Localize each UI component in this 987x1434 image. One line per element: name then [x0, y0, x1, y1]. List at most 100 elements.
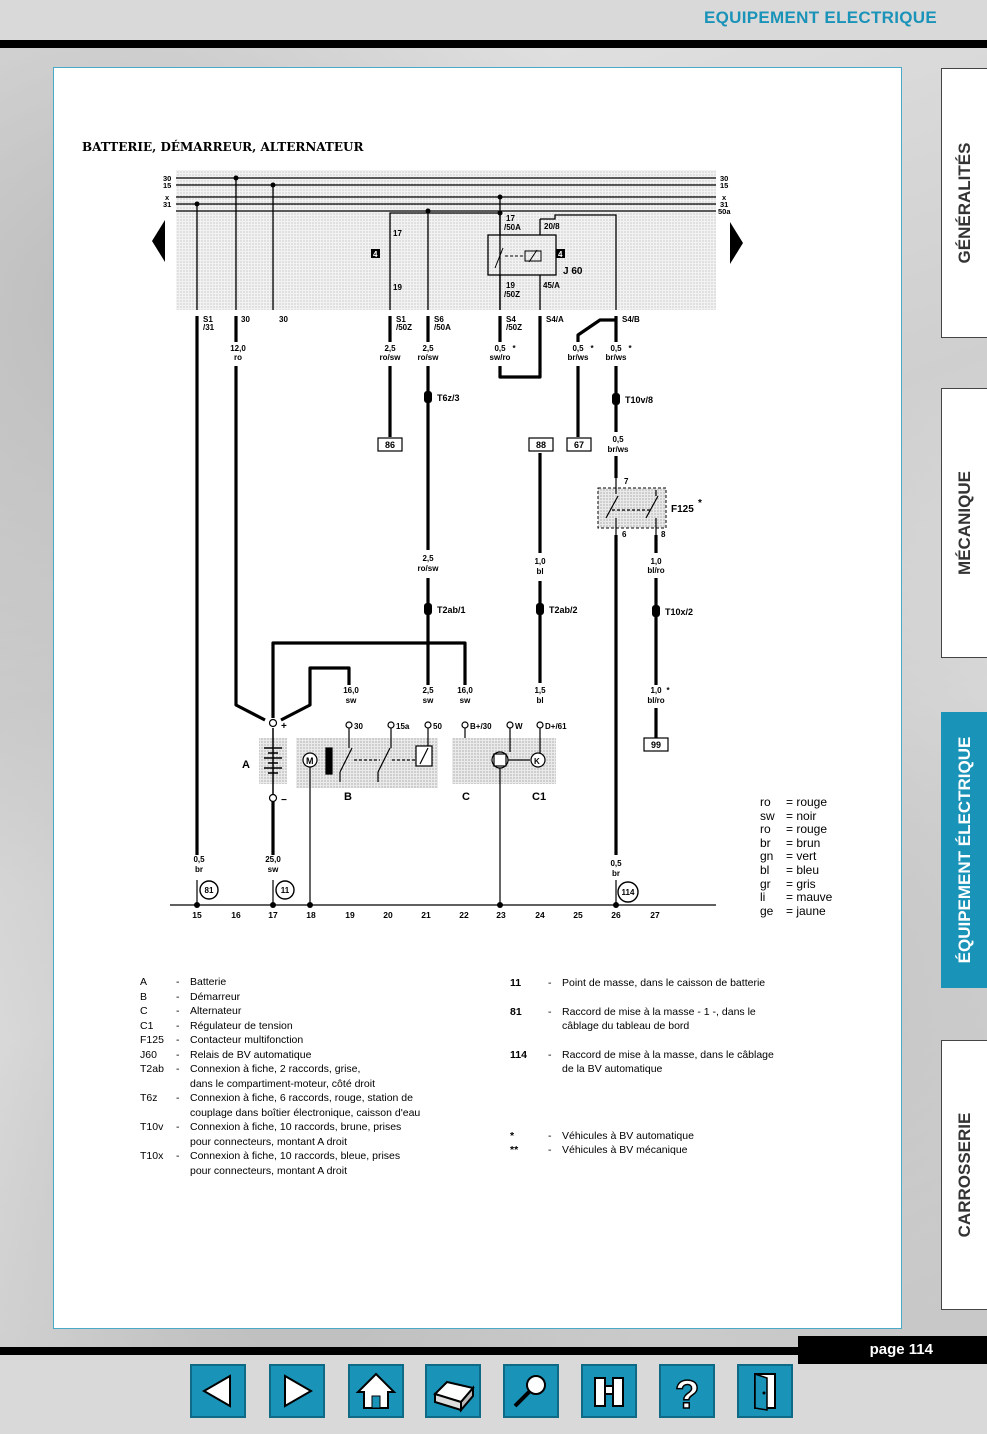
legend-dash: -	[176, 1034, 180, 1046]
exit-button[interactable]	[737, 1364, 793, 1418]
ref-box[interactable]: 88	[536, 440, 546, 450]
legend-text: Relais de BV automatique	[190, 1048, 312, 1061]
binoculars-icon	[594, 1377, 624, 1407]
diagram-next-arrow[interactable]	[730, 222, 743, 264]
wire-size: 2,5	[422, 344, 434, 353]
terminal-label: B+/30	[470, 722, 492, 731]
find-button[interactable]	[581, 1364, 637, 1418]
wire-size: 2,5	[422, 686, 434, 695]
help-icon: ?	[674, 1372, 700, 1416]
legend-dash: -	[548, 1048, 552, 1061]
starter-b	[296, 738, 438, 788]
exit-icon	[754, 1372, 776, 1411]
wire-size: 0,5	[494, 344, 506, 353]
legend-key: B	[140, 990, 148, 1003]
component-label: A	[242, 759, 250, 771]
relay-pin-label: /50Z	[504, 290, 520, 299]
wire-color: br	[195, 865, 203, 874]
legend-text: de la BV automatique	[562, 1063, 663, 1075]
tab-equipement-electrique[interactable]: ÉQUIPEMENT ÉLECTRIQUE	[941, 712, 987, 988]
page-number: page 114	[798, 1336, 987, 1364]
print-button[interactable]	[425, 1364, 481, 1418]
relay-pin-label: 45/A	[543, 281, 560, 290]
legend-row: T6z-Connexion à fiche, 6 raccords, rouge…	[140, 1091, 470, 1120]
wire-size: 0,5	[610, 859, 622, 868]
wire-color: sw/ro	[490, 353, 511, 362]
legend-dash: -	[176, 976, 180, 988]
legend-text: Point de masse, dans le caisson de batte…	[562, 977, 766, 989]
component-label: C	[462, 791, 470, 803]
legend-row: C1-Régulateur de tension	[140, 1019, 470, 1034]
tab-generalites[interactable]: GÉNÉRALITÉS	[941, 68, 987, 338]
top-bar	[0, 40, 987, 48]
wire-color: br/ws	[568, 353, 589, 362]
rail-label-right: 30	[720, 174, 728, 183]
legend-dash: -	[176, 1019, 180, 1032]
wire-size: 2,5	[384, 344, 396, 353]
legend-dash: -	[548, 1144, 552, 1156]
legend-text: Connexion à fiche, 2 raccords, grise,	[190, 1063, 361, 1075]
legend-key: C1	[140, 1019, 154, 1032]
fuse-pin: 6	[622, 530, 627, 539]
tab-mecanique[interactable]: MÉCANIQUE	[941, 388, 987, 658]
search-icon	[513, 1375, 546, 1408]
legend-dash: -	[176, 1092, 180, 1104]
legend-key: *	[510, 1129, 515, 1142]
connector-label: S1	[396, 315, 406, 324]
connector-label: /31	[203, 323, 215, 332]
wire-color: ro/sw	[380, 353, 402, 362]
connector-label: /50Z	[396, 323, 412, 332]
color-name: = rouge	[786, 822, 828, 837]
wire-size: 2,5	[422, 554, 434, 563]
color-code: ro	[760, 795, 771, 809]
legend-dash: -	[176, 1048, 180, 1061]
ref-box[interactable]: 67	[574, 440, 584, 450]
color-code: ro	[760, 822, 771, 837]
connector-label: S1	[203, 315, 213, 324]
color-code: gr	[760, 876, 771, 891]
wire-star: *	[512, 344, 516, 353]
wire-color: ro/sw	[418, 564, 440, 573]
previous-page-button[interactable]	[190, 1364, 246, 1418]
wire-color: bl	[536, 696, 543, 705]
legend-text: Connexion à fiche, 6 raccords, rouge, st…	[190, 1092, 413, 1104]
battery-minus: −	[281, 795, 287, 806]
next-page-button[interactable]	[269, 1364, 325, 1418]
legend-text: Contacteur multifonction	[190, 1034, 304, 1046]
color-name: = mauve	[786, 890, 833, 905]
ladder-number: 23	[496, 910, 506, 920]
ground-point: 11	[281, 886, 290, 895]
search-button[interactable]	[503, 1364, 559, 1418]
wire-color: br/ws	[608, 445, 629, 454]
wire-star: *	[590, 344, 594, 353]
relay-pin-label: 19	[393, 283, 402, 292]
legend-row: A-Batterie	[140, 975, 470, 990]
diagram-prev-arrow[interactable]	[152, 220, 165, 262]
wire-star: *	[666, 686, 670, 695]
wire-color: sw	[268, 865, 279, 874]
legend-row: C-Alternateur	[140, 1004, 470, 1019]
legend-key: 114	[510, 1048, 527, 1061]
wire-color: sw	[460, 696, 471, 705]
legend-key: T10x	[140, 1150, 164, 1162]
rail-label-right: 50a	[718, 207, 731, 216]
plug-label: T2ab/1	[437, 605, 466, 615]
terminal-label: W	[515, 722, 523, 731]
ladder-number: 26	[611, 910, 621, 920]
legend-text: Raccord de mise à la masse - 1 -, dans l…	[562, 1005, 756, 1018]
tab-carrosserie[interactable]: CARROSSERIE	[941, 1040, 987, 1310]
legend-dash: -	[548, 1129, 552, 1142]
wire-size: 1,0	[534, 557, 546, 566]
legend-key: C	[140, 1005, 148, 1017]
wire-color: br/ws	[606, 353, 627, 362]
relay-pin-label: 17	[506, 214, 515, 223]
home-button[interactable]	[348, 1364, 404, 1418]
legend-row: T10x-Connexion à fiche, 10 raccords, ble…	[140, 1149, 470, 1178]
wire-size: 1,0	[650, 557, 662, 566]
ladder-number: 17	[268, 910, 278, 920]
ref-box[interactable]: 99	[651, 740, 661, 750]
legend-text: Raccord de mise à la masse, dans le câbl…	[562, 1048, 774, 1061]
legend-key: F125	[140, 1034, 164, 1046]
help-button[interactable]: ?	[659, 1364, 715, 1418]
ref-box[interactable]: 86	[385, 440, 395, 450]
